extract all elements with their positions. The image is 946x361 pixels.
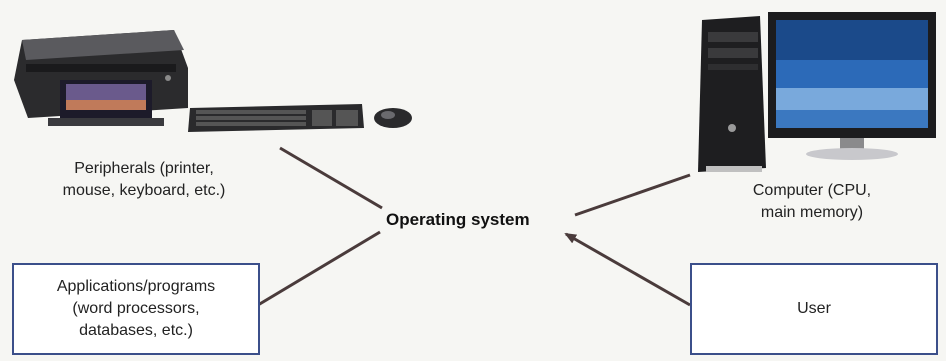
computer-label: Computer (CPU, main memory): [706, 180, 918, 224]
monitor-icon: [766, 10, 938, 162]
keyboard-icon: [186, 102, 366, 134]
peripherals-label: Peripherals (printer, mouse, keyboard, e…: [20, 158, 268, 202]
user-label: User: [797, 298, 831, 320]
applications-box: Applications/programs (word processors, …: [12, 263, 260, 355]
arrow-user-to-os: [566, 234, 690, 305]
pc-tower-icon: [696, 16, 768, 174]
applications-line3: databases, etc.): [57, 320, 215, 342]
connector-computer: [575, 175, 690, 215]
applications-box-text: Applications/programs (word processors, …: [57, 276, 215, 342]
printer-icon: [8, 20, 193, 130]
operating-system-label: Operating system: [386, 210, 530, 230]
connector-peripherals: [280, 148, 382, 208]
applications-line1: Applications/programs: [57, 276, 215, 298]
connector-applications: [258, 232, 380, 305]
peripherals-label-line2: mouse, keyboard, etc.): [20, 180, 268, 202]
peripherals-label-line1: Peripherals (printer,: [20, 158, 268, 180]
applications-line2: (word processors,: [57, 298, 215, 320]
mouse-icon: [372, 106, 414, 130]
user-box: User: [690, 263, 938, 355]
computer-label-line2: main memory): [706, 202, 918, 224]
computer-label-line1: Computer (CPU,: [706, 180, 918, 202]
